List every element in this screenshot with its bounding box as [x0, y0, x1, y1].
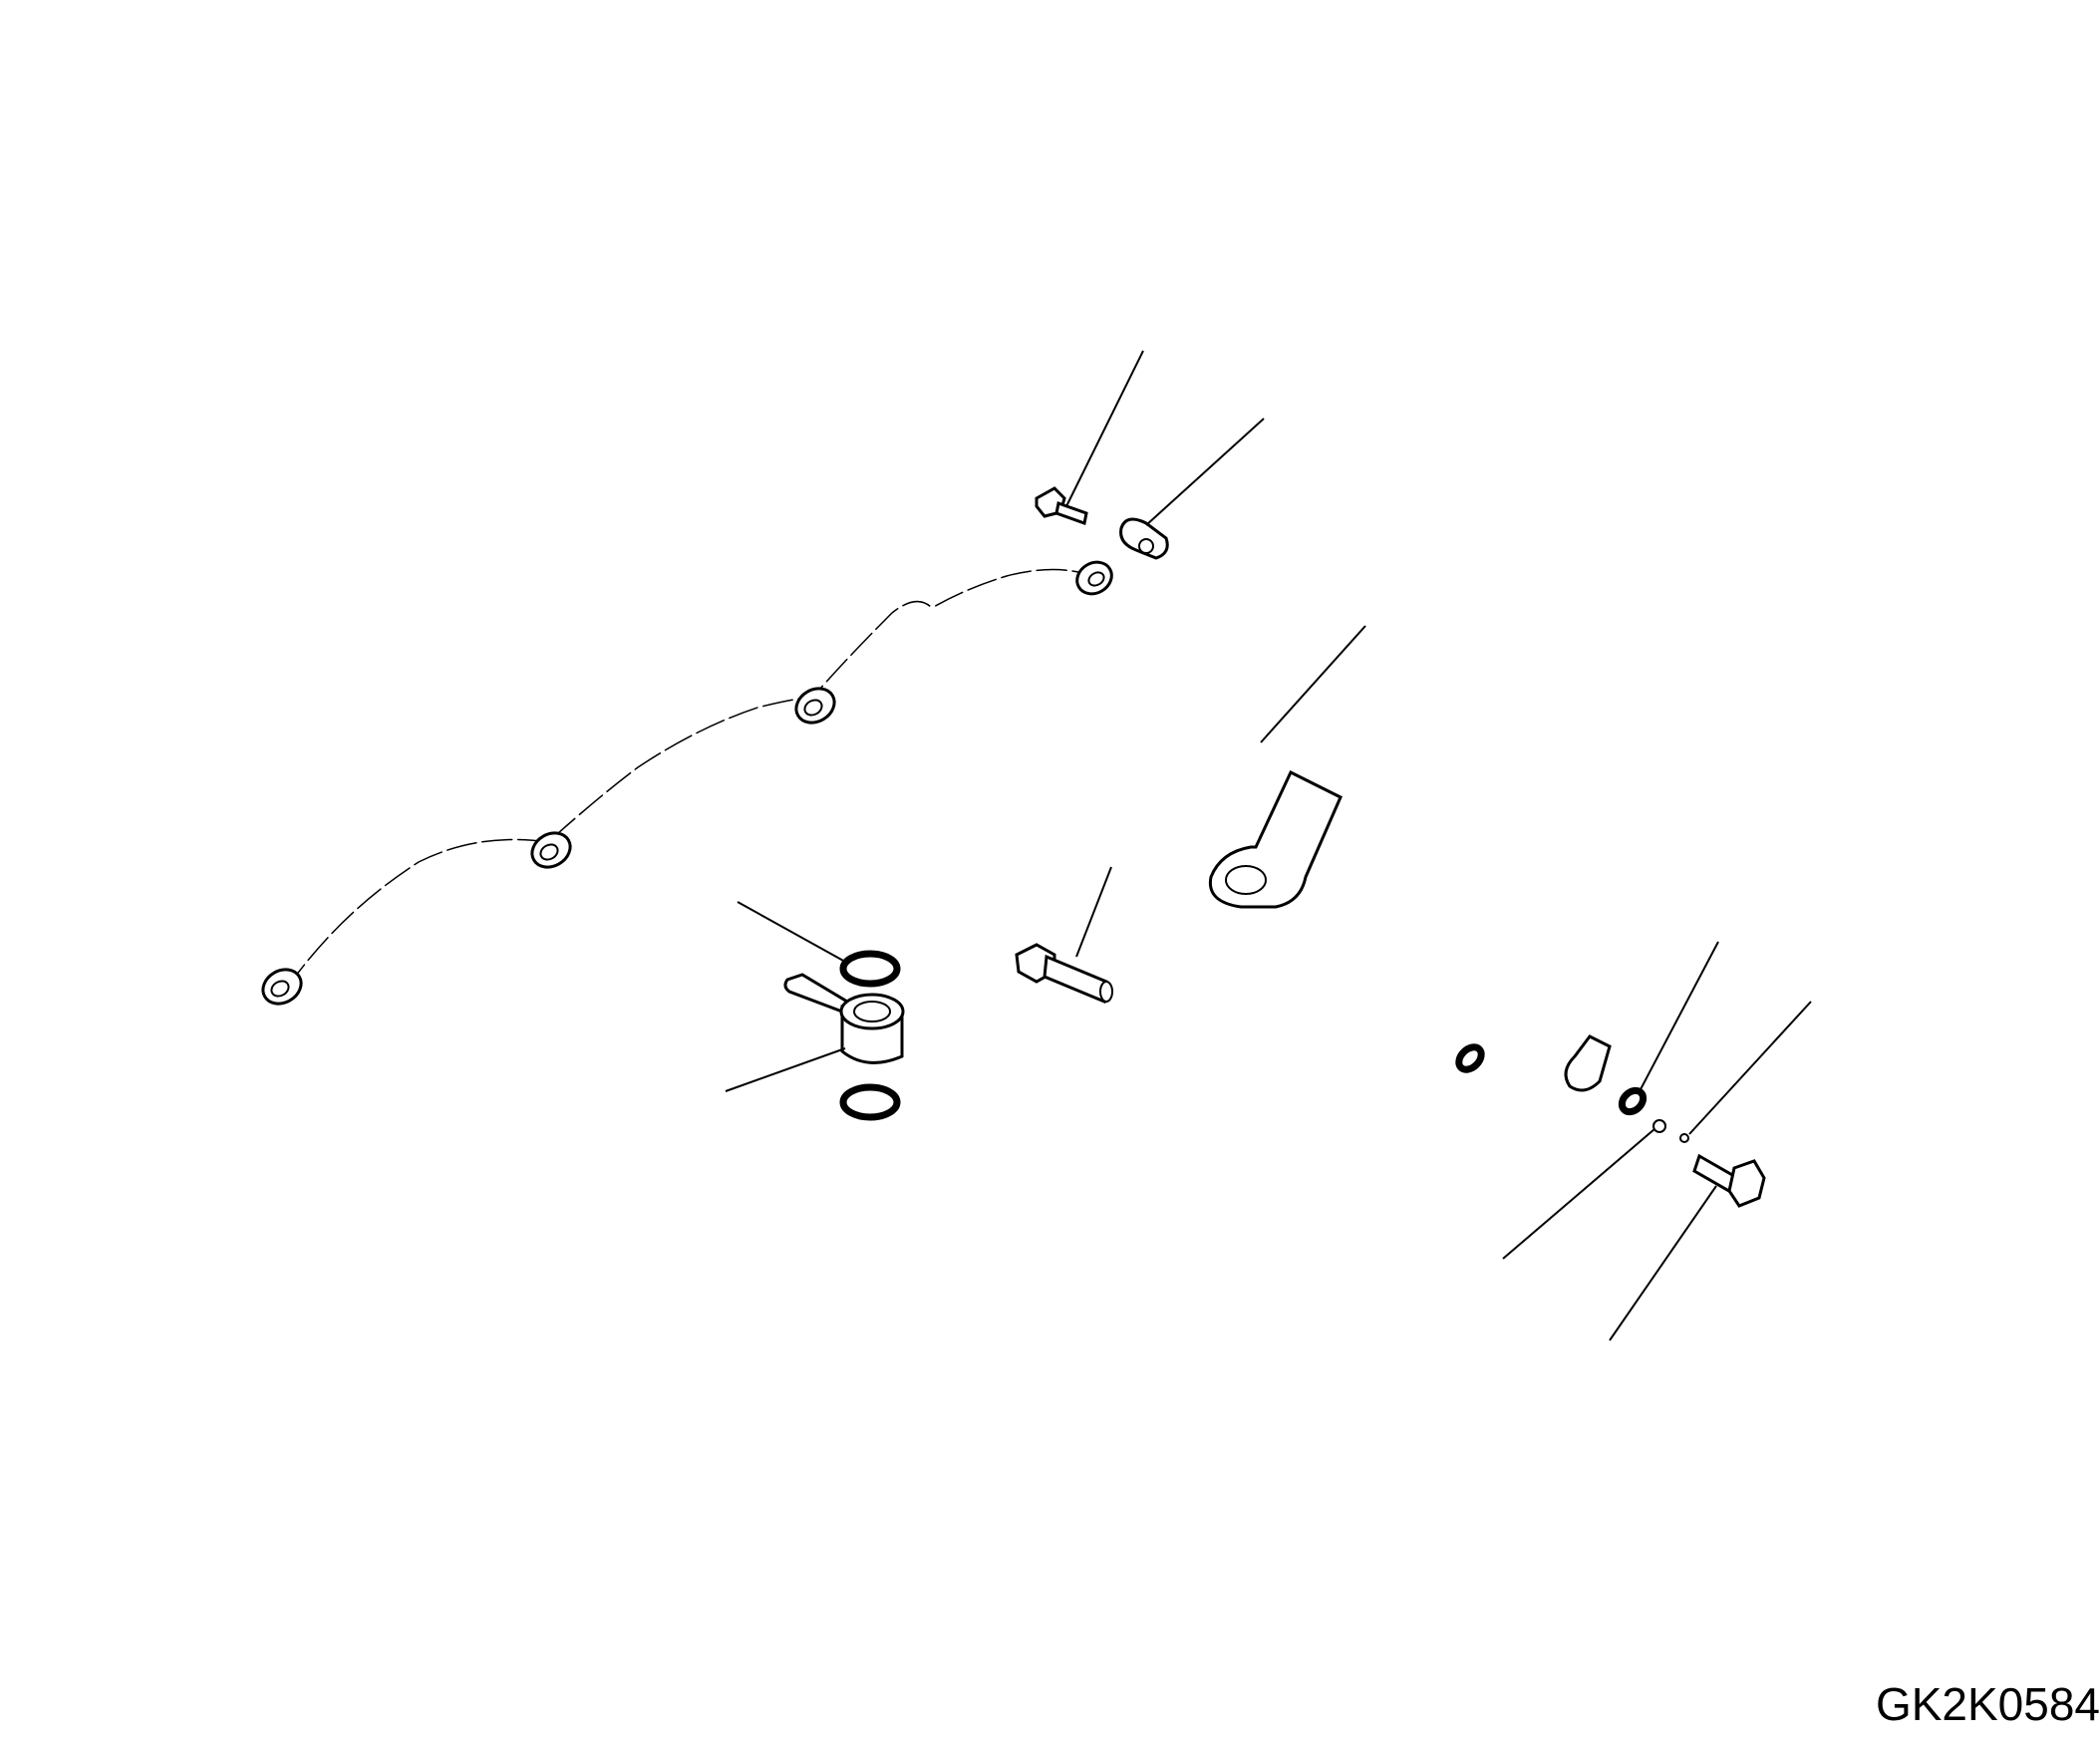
clamp-top: [1119, 517, 1169, 560]
leader-lines: [725, 350, 1812, 1341]
spring-pin: [1679, 1133, 1689, 1143]
hollow-bolt-center: [1015, 943, 1113, 1005]
eye-joint: [783, 973, 905, 1064]
gasket-right-outer: [1618, 1086, 1648, 1116]
fuel-pipe-assembly: [261, 560, 1614, 1092]
gasket-upper-left: [839, 950, 901, 988]
pipe-eye-left: [261, 968, 303, 1006]
bolt-top: [1035, 486, 1088, 525]
pipe-eye-3: [794, 687, 836, 725]
bolt-right: [1692, 1153, 1766, 1208]
drawing-code-label: GK2K0584: [1875, 1678, 2100, 1730]
pipe-eye-right: [1564, 1034, 1612, 1092]
pipe-bracket: [1208, 769, 1343, 909]
ball: [1652, 1119, 1666, 1133]
gasket-lower-left: [839, 1083, 901, 1121]
pipe-eye-2: [530, 831, 572, 869]
pipe-eye-top: [1075, 560, 1113, 596]
gasket-right-inner: [1455, 1043, 1485, 1073]
